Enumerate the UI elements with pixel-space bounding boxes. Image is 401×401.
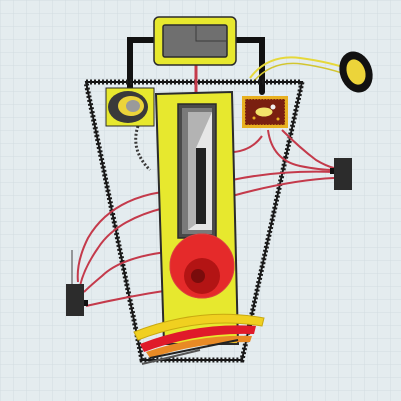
connector-left-icon [66, 284, 88, 316]
wire-red-right-4 [281, 129, 335, 169]
wire-red-right-3 [267, 129, 335, 171]
base-stripes [133, 313, 265, 365]
wire-yellow [249, 56, 353, 79]
wire-red-left-3 [83, 251, 167, 293]
wire-red-right-2 [231, 177, 335, 197]
wire-yellow-2 [252, 62, 351, 83]
wire-red-chip [233, 135, 263, 153]
housing-zigzag-border [82, 79, 306, 363]
red-dial-icon [169, 233, 235, 299]
wire-red-right-1 [231, 170, 335, 181]
lens-right-icon [339, 51, 373, 93]
wire-black-right [231, 37, 265, 95]
wire-red-left-2 [79, 207, 165, 287]
connector-right-icon [330, 158, 352, 190]
circuit-chip-icon [242, 96, 288, 128]
top-display-icon [153, 16, 237, 66]
lens-left-icon [105, 87, 155, 127]
slot-display [177, 103, 217, 239]
wire-black-left [127, 37, 161, 95]
wire-red-left-1 [76, 191, 163, 283]
